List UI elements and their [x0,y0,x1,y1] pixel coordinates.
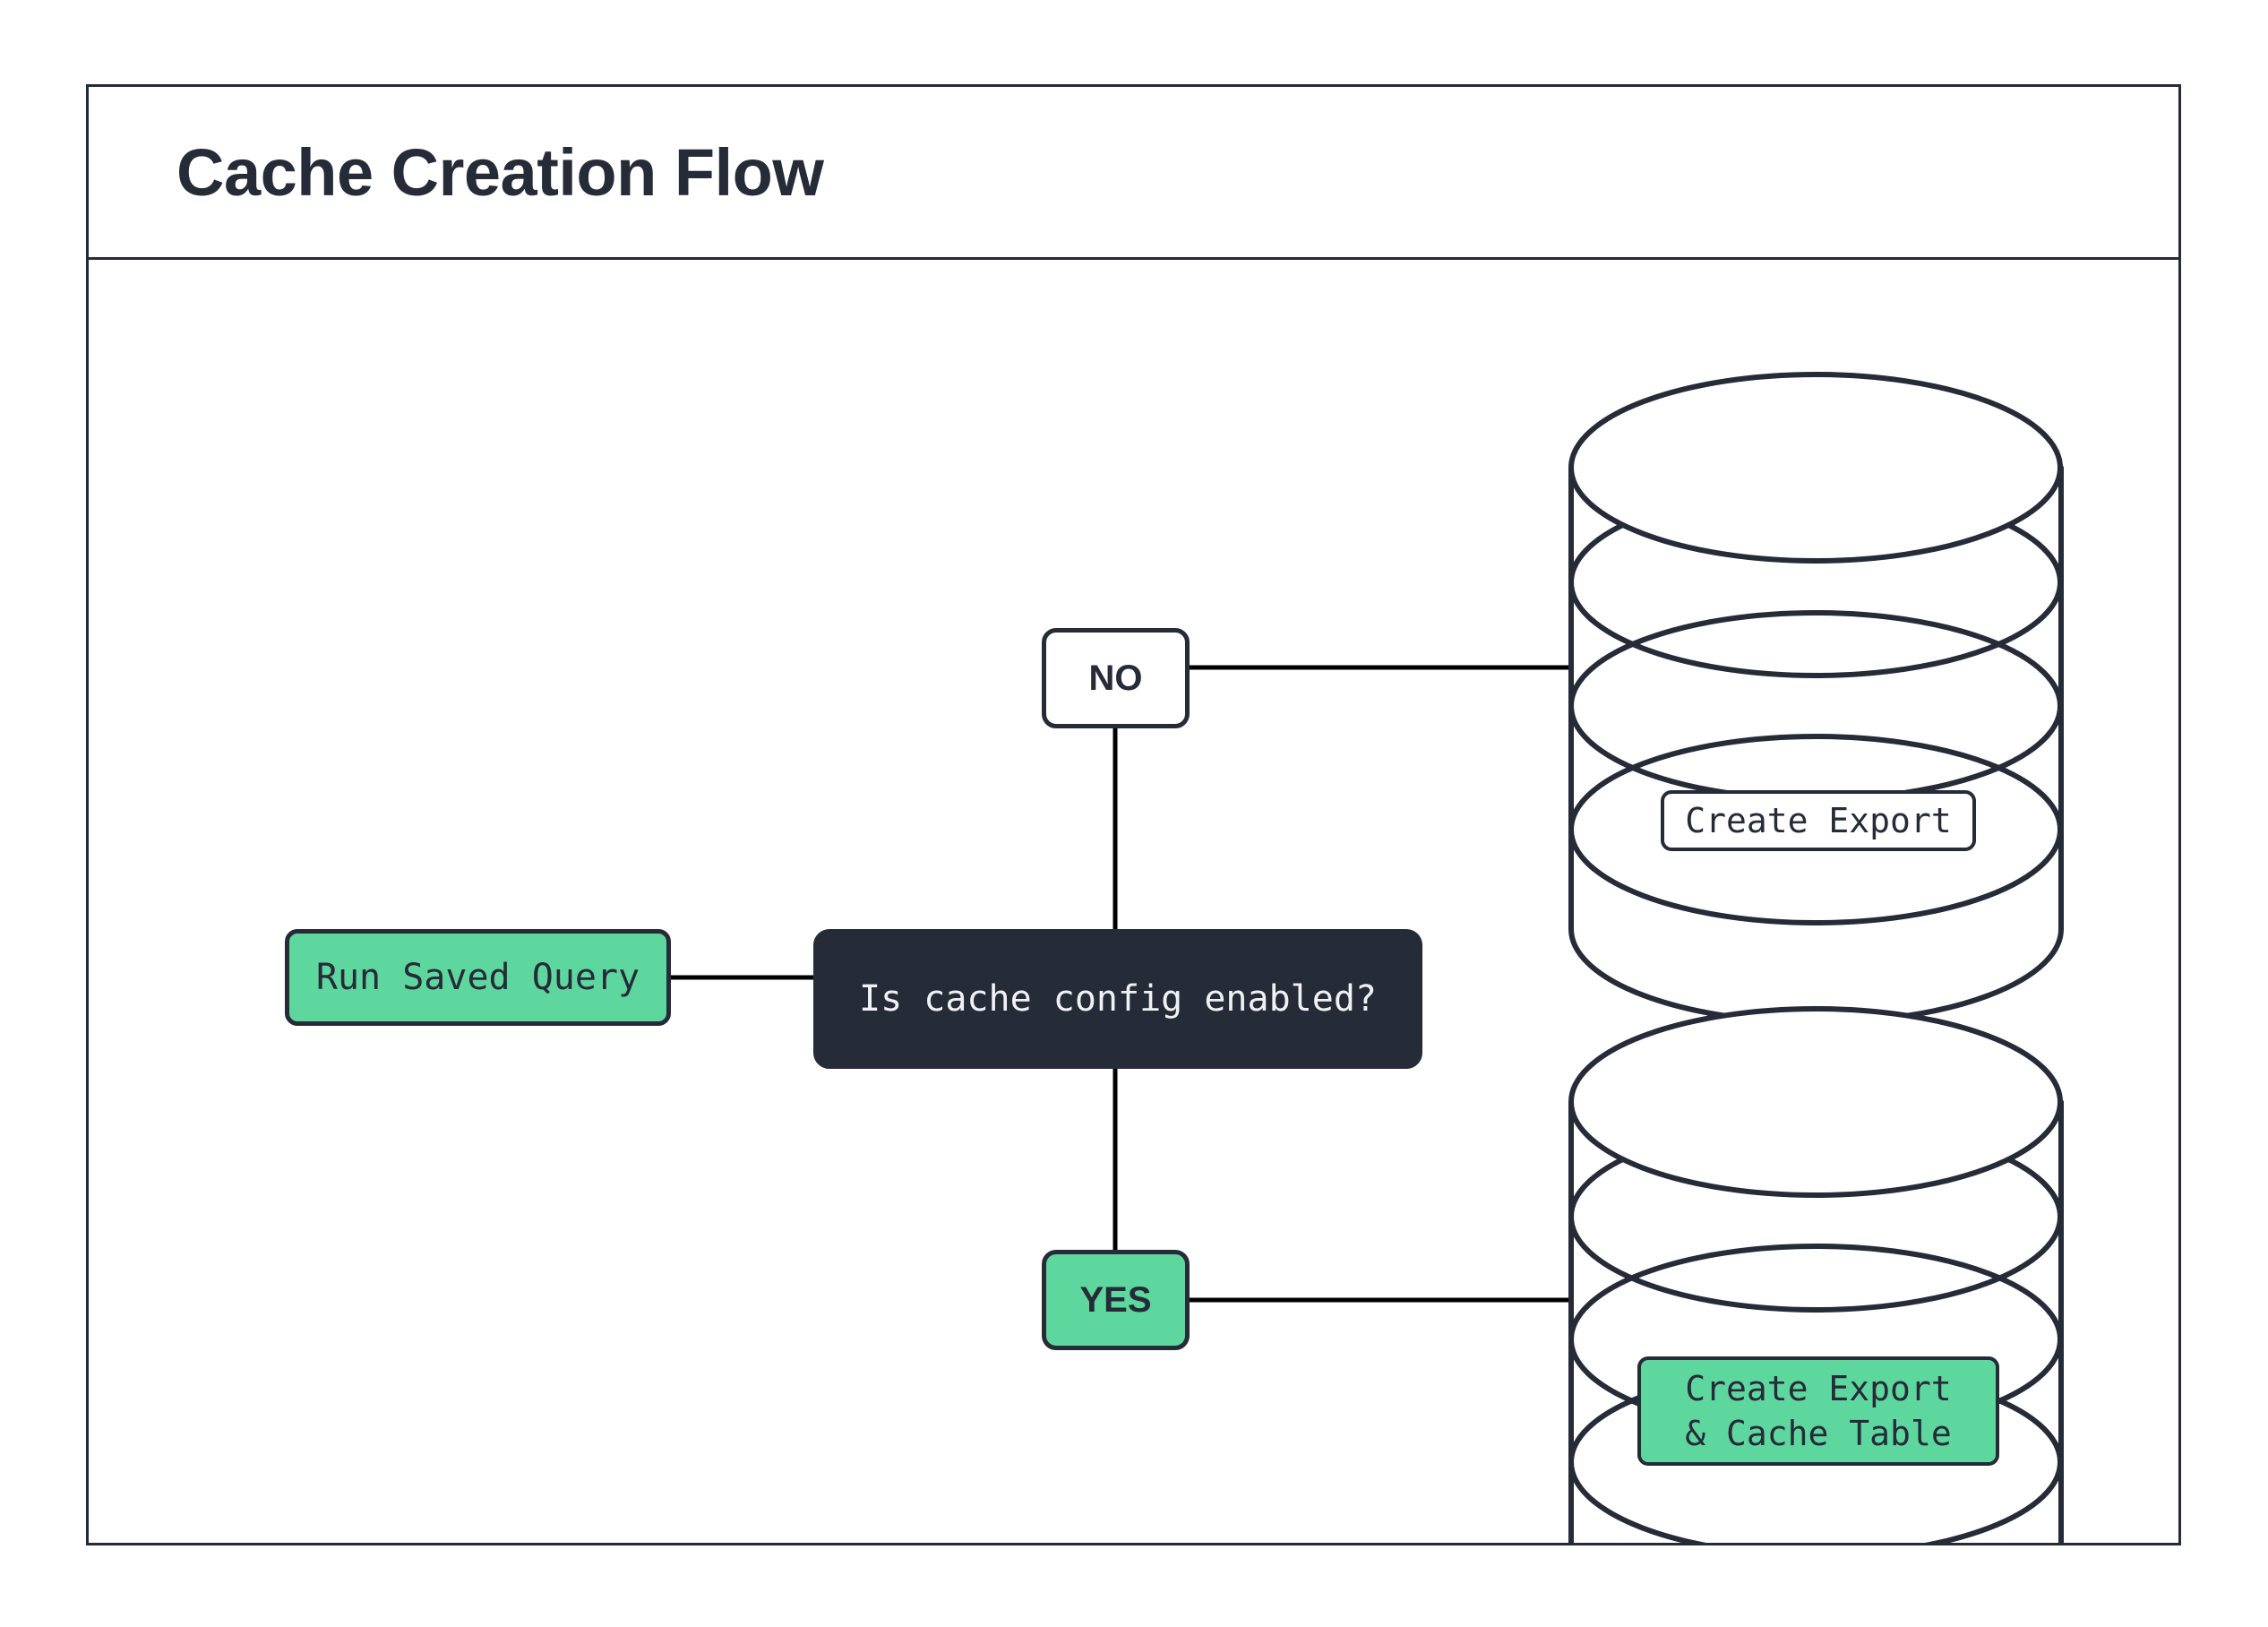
database-cylinder-export [1568,372,2064,1026]
title-bar: Cache Creation Flow [89,87,2178,260]
page-title: Cache Creation Flow [176,134,824,210]
edge-label-no[interactable]: NO [1042,628,1190,728]
diagram-frame: Cache Creation Flow [86,84,2181,1545]
node-decision-cache-config[interactable]: Is cache config enabled? [813,929,1422,1069]
edge-label-yes[interactable]: YES [1042,1250,1190,1350]
node-create-export[interactable]: Create Export [1661,790,1976,851]
node-create-export-and-cache-table[interactable]: Create Export & Cache Table [1637,1356,1999,1466]
flowchart-body: Run Saved Query Is cache config enabled?… [89,260,2178,1543]
node-run-saved-query[interactable]: Run Saved Query [285,929,671,1026]
edge-and-shape-layer [671,372,2064,1543]
